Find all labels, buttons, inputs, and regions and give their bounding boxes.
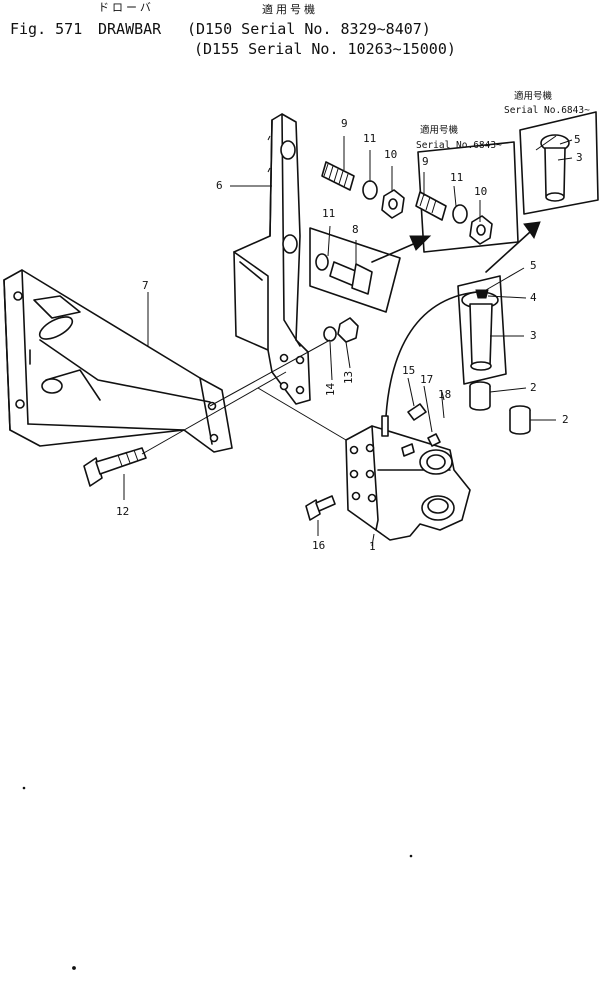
chain-anchor-pin (381, 415, 389, 437)
callout-16: 16 (312, 539, 326, 552)
pin-box (457, 275, 507, 385)
long-bolt-part-12 (83, 447, 147, 487)
top-right-serial-note: Serial No.6843~ (504, 105, 590, 116)
drawbar-arm-part-6 (233, 113, 311, 405)
washer-part-11 (362, 180, 378, 200)
callout-1: 1 (369, 540, 376, 553)
arrow-to-top-right (485, 221, 541, 273)
callout-13: 13 (342, 370, 356, 385)
serial-line-2: (D155 Serial No. 10263~15000) (194, 40, 456, 58)
callout-9: 9 (422, 155, 429, 168)
callout-9: 9 (341, 117, 348, 130)
cotter-pin-part-15 (407, 403, 427, 421)
stray-dot (72, 966, 76, 970)
part-name: DRAWBAR (98, 20, 162, 38)
callout-17: 17 (420, 373, 434, 386)
arrow-to-inset (371, 235, 432, 263)
stray-dot (22, 786, 26, 790)
callout-10: 10 (384, 148, 398, 161)
bracket-plate-part-7 (3, 269, 233, 453)
japanese-applicable-label: 適用号機 (262, 3, 318, 16)
mid-applicable-jp: 適用号機 (420, 125, 459, 136)
callout-11: 11 (363, 132, 377, 145)
pin-part-18 (441, 397, 445, 419)
inset-box-bolt (309, 227, 401, 313)
callout-2: 2 (562, 413, 569, 426)
callout-8: 8 (352, 223, 359, 236)
hitch-block-part-1 (345, 425, 471, 541)
callout-2: 2 (530, 381, 537, 394)
japanese-part-name: ドローバ (98, 1, 154, 14)
leader-lines (123, 136, 573, 547)
callout-4: 4 (530, 291, 537, 304)
mid-serial-note: Serial No.6843~ (416, 140, 502, 151)
serial-line-1: (D150 Serial No. 8329~8407) (187, 20, 431, 38)
callout-14: 14 (324, 382, 338, 397)
chain-arc (385, 291, 477, 417)
figure-number: Fig. 571 (10, 20, 83, 38)
callout-3: 3 (530, 329, 537, 342)
bushing-part-2-upper (469, 381, 491, 411)
top-right-inset (519, 111, 599, 215)
callout-11: 11 (450, 171, 464, 184)
small-bolt (401, 443, 415, 457)
pin-part-17 (427, 433, 441, 447)
nut-part-10 (381, 189, 405, 219)
inset-box-stud (415, 141, 519, 253)
nut-part-13 (337, 317, 359, 343)
callout-11: 11 (322, 207, 336, 220)
bushing-part-2-lower (509, 405, 531, 435)
callout-7: 7 (142, 279, 149, 292)
callout-10: 10 (474, 185, 488, 198)
stray-dot (409, 854, 413, 858)
top-right-applicable-jp: 適用号機 (514, 91, 553, 102)
bolt-part-16 (305, 495, 336, 521)
callout-18: 18 (438, 388, 452, 401)
callout-3: 3 (576, 151, 583, 164)
callout-15: 15 (402, 364, 416, 377)
washer-part-14 (323, 326, 337, 342)
stud-part-9 (321, 161, 355, 191)
callout-5: 5 (574, 133, 581, 146)
callout-12: 12 (116, 505, 130, 518)
callout-6: 6 (216, 179, 223, 192)
callout-5: 5 (530, 259, 537, 272)
